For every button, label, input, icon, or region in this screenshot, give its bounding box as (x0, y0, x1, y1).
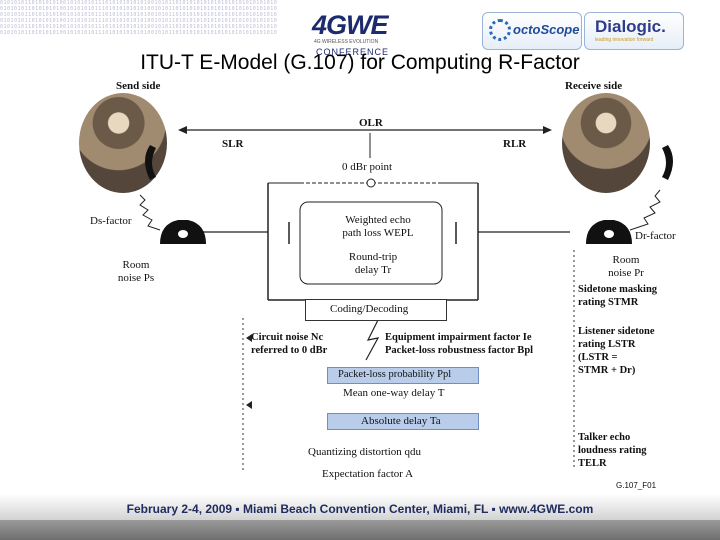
receive-side-label: Receive side (565, 80, 623, 92)
receive-cord-icon (629, 189, 661, 231)
logo-4gwe-conference: CONFERENCE (316, 47, 390, 57)
header-binary-pattern: 0101010110101010100101010101110101010101… (0, 0, 278, 36)
send-side-label: Send side (116, 80, 161, 92)
absolute-delay-label: Absolute delay Ta (361, 415, 441, 427)
slr-label: SLR (222, 138, 244, 150)
olr-arrow-right-head (543, 126, 552, 134)
send-handset-icon (145, 145, 156, 180)
packet-loss-box: Packet-loss probability Ppl (327, 367, 479, 384)
logo-dialogic-tagline: leading innovation forward (595, 37, 654, 43)
impairment-lightning-icon (365, 319, 380, 361)
dr-factor-label: Dr-factor (635, 230, 676, 242)
absolute-delay-box: Absolute delay Ta (327, 413, 479, 430)
circuit-noise-arrow (246, 334, 252, 342)
slide-title: ITU-T E-Model (G.107) for Computing R-Fa… (140, 51, 580, 74)
quantizing-distortion-label: Quantizing distortion qdu (308, 446, 422, 458)
echo-loop-box (299, 201, 443, 285)
packet-loss-label: Packet-loss probability Ppl (338, 369, 452, 380)
mean-delay-label: Mean one-way delay T (343, 387, 445, 399)
ds-factor-label: Ds-factor (90, 215, 132, 227)
delay-arrow (246, 401, 252, 409)
footer-event-info: February 2-4, 2009 ▪ Miami Beach Convent… (126, 502, 594, 516)
logo-4gwe: 4GWE 4G WIRELESS EVOLUTION CONFERENCE (300, 10, 420, 57)
e-model-diagram: Send side Receive side (79, 80, 676, 490)
coding-decoding-box: Coding/Decoding (305, 299, 447, 321)
zero-dbr-node (366, 178, 376, 188)
zero-dbr-label: 0 dBr point (342, 161, 393, 173)
rlr-label: RLR (503, 138, 527, 150)
logo-dialogic-text: Dialogic. (595, 17, 666, 36)
receiver-photo (562, 93, 650, 193)
coding-decoding-label: Coding/Decoding (330, 303, 409, 315)
receive-handset-icon (662, 145, 673, 180)
figure-id-label: G.107_F01 (616, 481, 657, 490)
logo-4gwe-tagline: 4G WIRELESS EVOLUTION (314, 39, 379, 45)
logo-dialogic: Dialogic. leading innovation forward (584, 12, 684, 50)
olr-label: OLR (357, 117, 385, 129)
footer-bottom-bar (0, 520, 720, 540)
logo-octoscope-text: octoScope (513, 22, 580, 37)
logo-4gwe-text: 4GWE (312, 10, 389, 40)
send-cord-icon (139, 194, 161, 231)
expectation-factor-label: Expectation factor A (322, 468, 414, 480)
logo-octoscope: octoScope (482, 12, 582, 50)
receive-phone-dial-icon (604, 230, 614, 238)
olr-arrow-left-head (178, 126, 187, 134)
octoscope-ring-icon (489, 19, 511, 41)
send-phone-dial-icon (178, 230, 188, 238)
